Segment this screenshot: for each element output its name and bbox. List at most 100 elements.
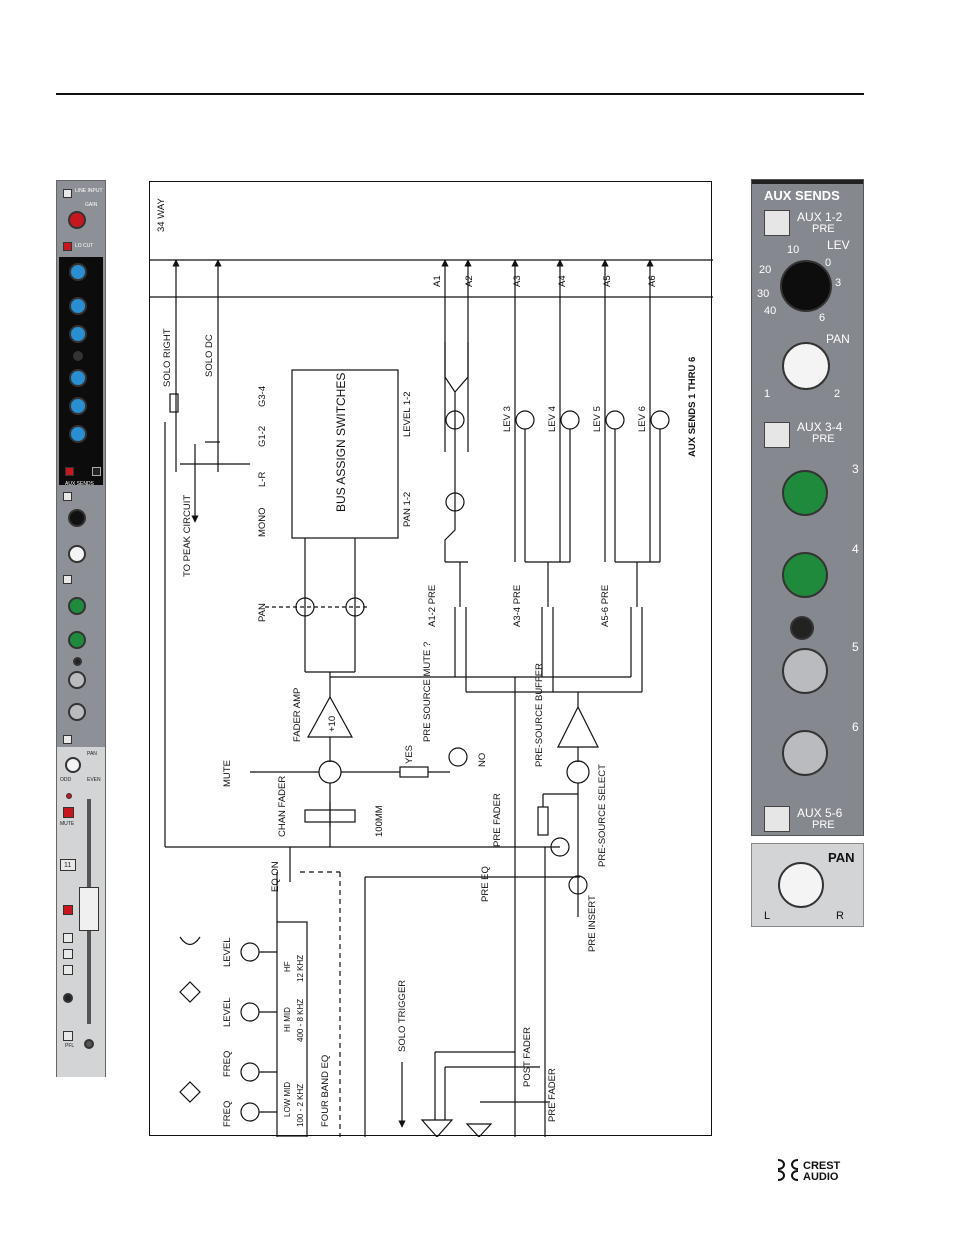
pan-left-label: L (764, 910, 771, 922)
fader-amp-label: FADER AMP (292, 688, 303, 742)
aux-3-4-pre-button[interactable] (764, 422, 790, 448)
strip-aux-6-knob[interactable] (68, 703, 86, 721)
mute-button[interactable] (63, 807, 74, 818)
aux-output-a1: A1 (432, 275, 443, 287)
aux-panel-title: AUX SENDS (764, 188, 840, 203)
lev-3-label: LEV 3 (502, 406, 513, 432)
lr-button[interactable] (63, 949, 73, 959)
a1-2-pre-label: A1-2 PRE (427, 585, 438, 627)
aux-6-knob[interactable] (782, 730, 828, 776)
eq-hm-freq-label: FREQ (222, 1051, 233, 1077)
logo-line-2: AUDIO (803, 1171, 839, 1183)
pan-panel: PAN L R (751, 843, 864, 927)
hi-mid-freq-label: 400 - 8 KHZ (296, 999, 305, 1042)
hf-label: HF (283, 961, 292, 972)
post-fader-label: POST FADER (522, 1027, 533, 1087)
strip-aux-4-knob[interactable] (68, 631, 86, 649)
to-peak-circuit-label: TO PEAK CIRCUIT (182, 495, 193, 577)
channel-number: 11 (64, 862, 72, 869)
aux-send-6-number: 6 (852, 720, 859, 734)
gain-knob[interactable] (68, 211, 86, 229)
low-mid-label: LOW MID (283, 1082, 292, 1117)
bus-assign-button[interactable] (63, 905, 73, 915)
channel-strip: LINE INPUT GAIN LO CUT AUX SENDS PAN ODD… (56, 180, 106, 1077)
hf-knob[interactable] (69, 263, 87, 281)
a3-4-pre-label: A3-4 PRE (512, 585, 523, 627)
diagram-title: 34 WAY (156, 198, 167, 232)
crest-audio-logo-mark: CREST AUDIO (777, 1159, 841, 1183)
aux-1-2-scale-3: 3 (835, 277, 842, 289)
aux-dot-knob[interactable] (790, 616, 814, 640)
aux-sends-panel: AUX SENDS AUX 1-2 PRE LEV 10 20 30 40 0 … (751, 179, 864, 836)
lev-5-label: LEV 5 (592, 406, 603, 432)
lm-freq-knob[interactable] (69, 369, 87, 387)
eq-on-label: EQ ON (270, 861, 281, 892)
strip-aux-1-2-pre-button[interactable] (63, 492, 72, 501)
eq-lm-freq-label: FREQ (222, 1101, 233, 1127)
aux-1-2-pan-knob[interactable] (782, 342, 830, 390)
eq-dot-knob[interactable] (73, 351, 83, 361)
hm-freq-knob[interactable] (69, 297, 87, 315)
g1-2-button[interactable] (63, 965, 73, 975)
100mm-label: 100MM (374, 805, 385, 837)
aux-1-2-scale-0: 0 (825, 257, 832, 269)
channel-fader-cap[interactable] (79, 887, 99, 931)
strip-aux-1-2-lev-knob[interactable] (68, 509, 86, 527)
lo-cut-button[interactable] (63, 242, 72, 251)
aux-pan-left-label: 1 (764, 388, 771, 400)
hf-freq-label: 12 KHZ (296, 955, 305, 982)
bus-label-l-r: L-R (257, 472, 268, 487)
eq-hm-level-label: LEVEL (222, 997, 233, 1027)
aux-1-2-scale-10: 10 (787, 244, 800, 256)
logo-line-1: CREST (803, 1160, 841, 1172)
mute-led (66, 793, 72, 799)
no-label: NO (477, 753, 488, 767)
lm-level-knob[interactable] (69, 397, 87, 415)
pre-fader-2-label: PRE FADER (547, 1068, 558, 1122)
gain-10-label: +10 (327, 716, 338, 732)
aux-1-2-label: AUX 1-2 (797, 210, 843, 224)
aux-3-4-label: AUX 3-4 (797, 420, 843, 434)
aux-5-knob[interactable] (782, 648, 828, 694)
mono-button[interactable] (63, 933, 73, 943)
aux-1-2-pre-button[interactable] (764, 210, 790, 236)
lev-6-label: LEV 6 (637, 406, 648, 432)
pfl-button[interactable] (63, 1031, 73, 1041)
aux-send-5-number: 5 (852, 640, 859, 654)
mute-label: MUTE (60, 821, 75, 827)
solo-dc-label: SOLO DC (204, 334, 215, 377)
strip-aux-sends-label: AUX SENDS (65, 481, 94, 487)
aux-1-2-lev-label: LEV (827, 238, 850, 252)
aux-4-knob[interactable] (782, 552, 828, 598)
aux-1-2-scale-6: 6 (819, 312, 826, 324)
a5-6-pre-label: A5-6 PRE (600, 585, 611, 627)
strip-aux-5-6-pre-button[interactable] (63, 735, 72, 744)
strip-aux-5-knob[interactable] (68, 671, 86, 689)
chan-fader-label: CHAN FADER (277, 776, 288, 837)
hi-mid-label: HI MID (283, 1007, 292, 1032)
aux-pan-right-label: 2 (834, 388, 841, 400)
strip-dot-knob[interactable] (73, 657, 82, 666)
aux-1-2-pre-label: PRE (812, 223, 835, 235)
aux-3-knob[interactable] (782, 470, 828, 516)
aux-1-2-scale-20: 20 (759, 264, 772, 276)
pan-label: PAN (257, 603, 268, 622)
yes-label: YES (404, 745, 415, 764)
odd-label: ODD (60, 777, 72, 783)
pan-panel-knob[interactable] (778, 862, 824, 908)
aux-output-a4: A4 (557, 275, 568, 287)
hm-level-knob[interactable] (69, 325, 87, 343)
eq-on-button[interactable] (65, 467, 74, 476)
strip-aux-3-4-pre-button[interactable] (63, 575, 72, 584)
aux-5-6-label: AUX 5-6 (797, 806, 843, 820)
strip-aux-1-2-pan-knob[interactable] (68, 545, 86, 563)
strip-pan-knob[interactable] (65, 757, 81, 773)
pan-1-2-label: PAN 1-2 (402, 492, 413, 527)
line-input-button[interactable] (63, 189, 72, 198)
lf-knob[interactable] (69, 425, 87, 443)
aux-1-2-lev-knob[interactable] (780, 260, 832, 312)
pan-panel-title: PAN (828, 850, 855, 865)
strip-aux-3-knob[interactable] (68, 597, 86, 615)
aux-5-6-pre-button[interactable] (764, 806, 790, 832)
strip-dot-knob-2[interactable] (63, 993, 73, 1003)
